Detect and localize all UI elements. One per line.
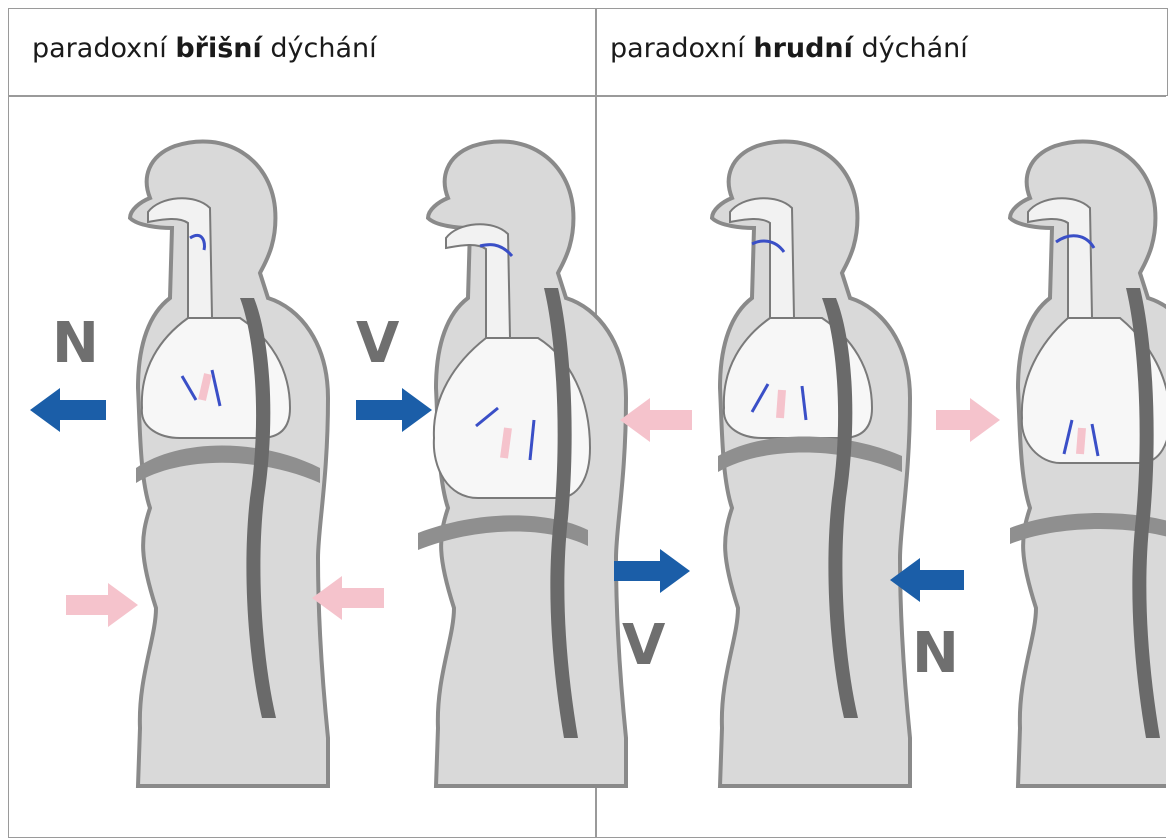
pink-arrow-left-3 — [620, 398, 692, 442]
letter-figure-2: V — [356, 311, 400, 376]
blue-arrow-left-1 — [30, 388, 106, 432]
pink-arrow-right-1 — [66, 583, 138, 627]
blue-arrow-right-3 — [614, 549, 690, 593]
letter-figure-4: N — [912, 621, 959, 686]
figure-3 — [712, 141, 910, 786]
figure-2 — [418, 141, 626, 786]
pink-arrow-left-2 — [312, 576, 384, 620]
figure-1 — [130, 141, 328, 786]
figure-4 — [1010, 141, 1168, 786]
pink-arrow-right-4 — [936, 398, 1000, 442]
blue-arrow-right-2 — [356, 388, 432, 432]
letter-figure-1: N — [52, 311, 99, 376]
letter-figure-3: V — [622, 613, 666, 678]
